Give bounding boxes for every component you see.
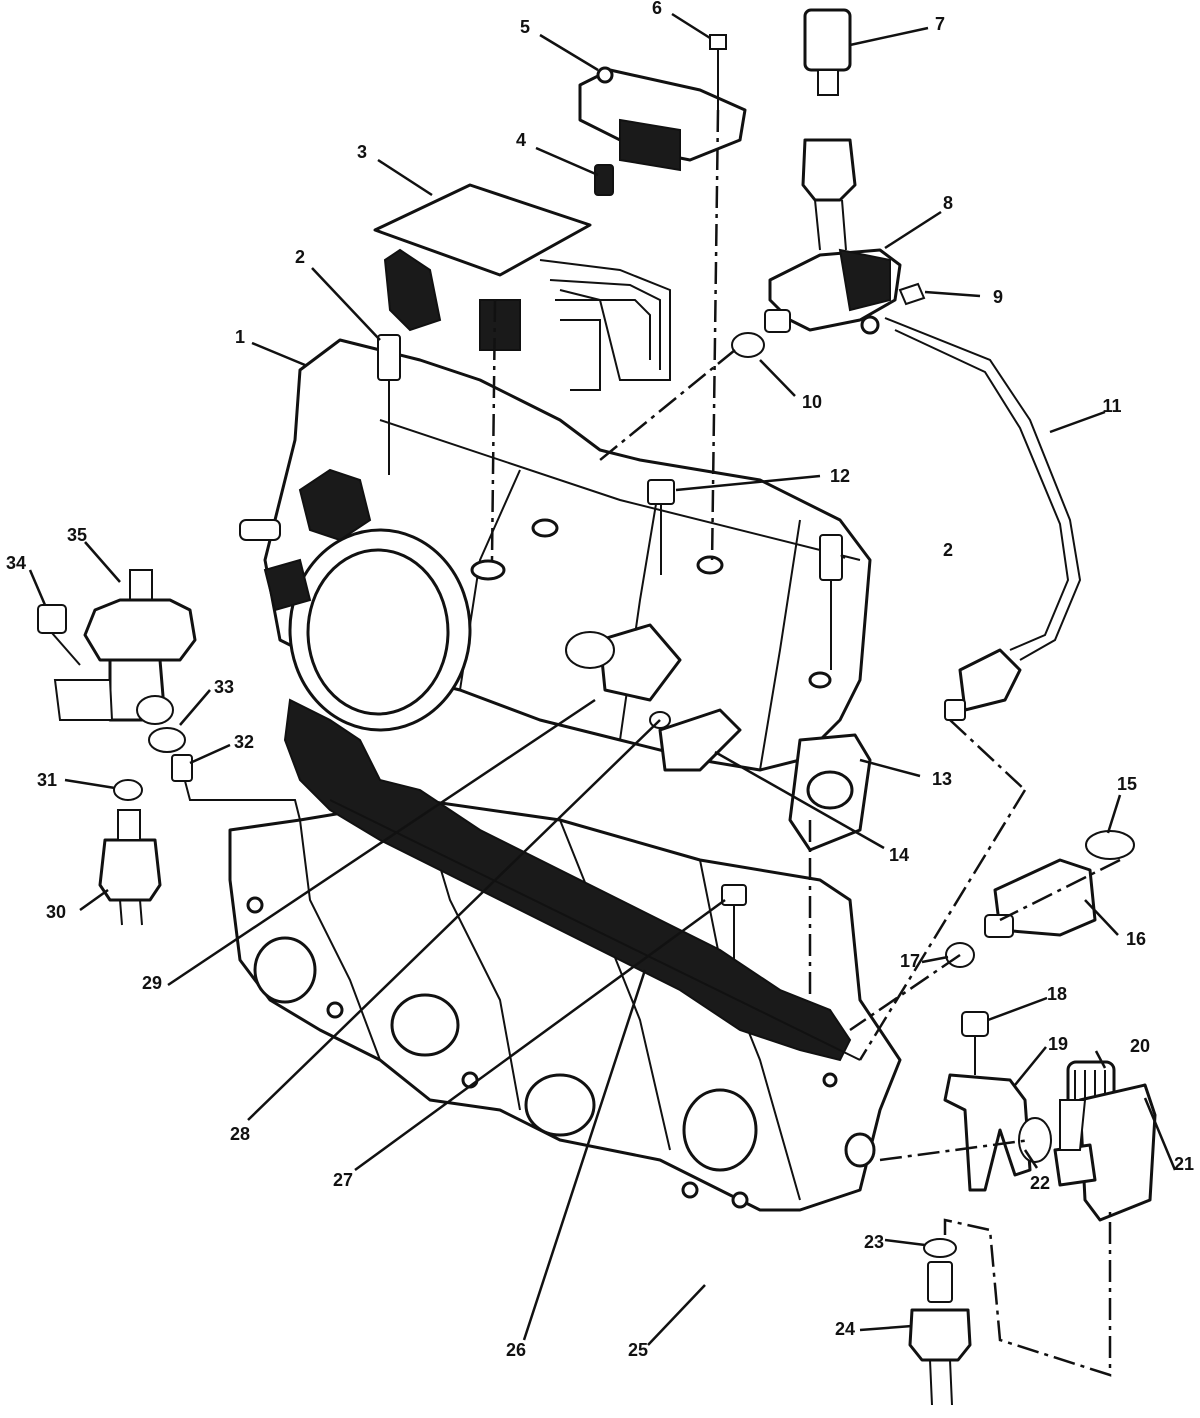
callout-22: 22 xyxy=(1030,1173,1050,1193)
alignment-lines xyxy=(490,109,1121,1162)
callout-5: 5 xyxy=(520,17,530,37)
callout-29: 29 xyxy=(142,973,162,993)
callout-3: 3 xyxy=(357,142,367,162)
callout-35: 35 xyxy=(67,525,87,545)
callout-15: 15 xyxy=(1117,774,1137,794)
callout-19: 19 xyxy=(1048,1034,1068,1054)
callout-12: 12 xyxy=(830,466,850,486)
callout-32: 32 xyxy=(234,732,254,752)
map-sensor xyxy=(578,34,747,196)
callout-31: 31 xyxy=(37,770,57,790)
fuel-line-assembly xyxy=(731,8,1082,721)
callout-18: 18 xyxy=(1047,984,1067,1004)
callout-28: 28 xyxy=(230,1124,250,1144)
leader-lines xyxy=(28,12,1177,1346)
plenum-cover-runners xyxy=(373,183,671,391)
callout-labels: 1 2 2 3 4 5 6 7 8 9 10 11 12 13 14 15 16… xyxy=(6,0,1194,1360)
callout-14: 14 xyxy=(889,845,909,865)
callout-13: 13 xyxy=(932,769,952,789)
callout-10: 10 xyxy=(802,392,822,412)
callout-24: 24 xyxy=(835,1319,855,1339)
coolant-sensor-group xyxy=(908,830,1157,1406)
callout-2: 2 xyxy=(295,247,305,267)
callout-17: 17 xyxy=(900,951,920,971)
callout-16: 16 xyxy=(1126,929,1146,949)
callout-9: 9 xyxy=(993,287,1003,307)
callout-6: 6 xyxy=(652,0,662,18)
fuel-pressure-regulator xyxy=(37,569,301,926)
callout-34: 34 xyxy=(6,553,26,573)
fasteners xyxy=(377,334,843,960)
callout-7: 7 xyxy=(935,14,945,34)
callout-30: 30 xyxy=(46,902,66,922)
callout-26: 26 xyxy=(506,1340,526,1360)
throttle-body xyxy=(239,468,472,732)
throttle-sensors xyxy=(565,623,742,772)
callout-4: 4 xyxy=(516,130,526,150)
callout-21: 21 xyxy=(1174,1154,1194,1174)
callout-20: 20 xyxy=(1130,1036,1150,1056)
callout-8: 8 xyxy=(943,193,953,213)
callout-23: 23 xyxy=(864,1232,884,1252)
callout-1: 1 xyxy=(235,327,245,347)
callout-27: 27 xyxy=(333,1170,353,1190)
callout-25: 25 xyxy=(628,1340,648,1360)
gasket-rail xyxy=(283,698,861,1062)
callout-2-right: 2 xyxy=(943,540,953,560)
callout-33: 33 xyxy=(214,677,234,697)
callout-11: 11 xyxy=(1102,396,1121,416)
